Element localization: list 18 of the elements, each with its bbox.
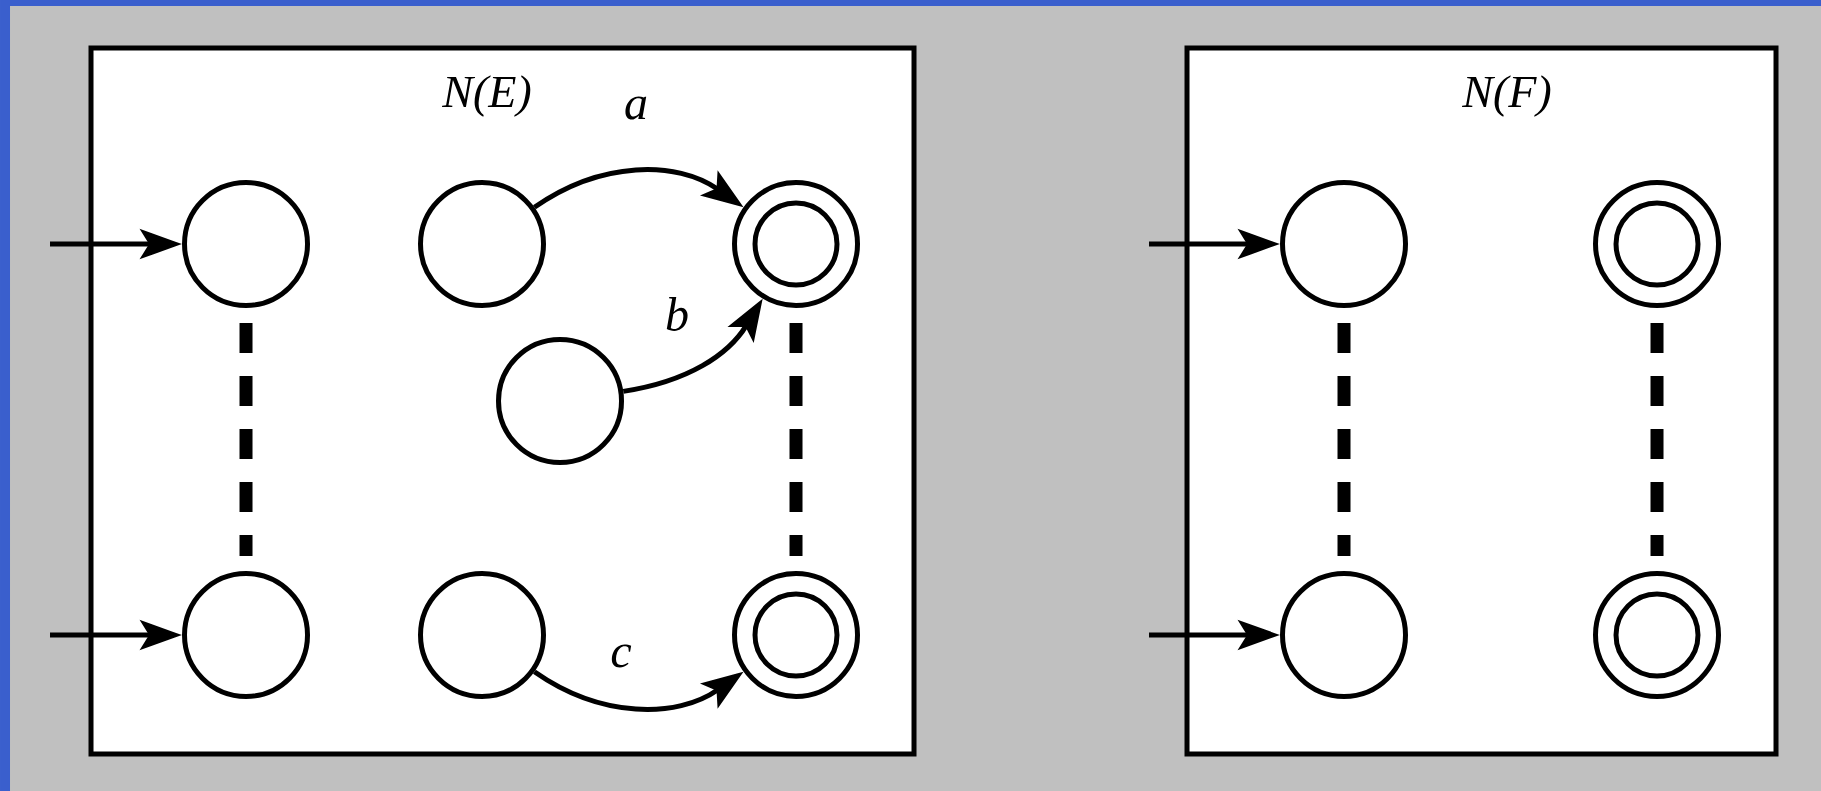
accepting-state bbox=[1593, 180, 1721, 308]
state-circle bbox=[418, 180, 546, 308]
state-circle bbox=[418, 571, 546, 699]
dashed-line bbox=[1650, 323, 1664, 556]
edge-label: c bbox=[608, 642, 634, 670]
dashed-line bbox=[1337, 323, 1351, 556]
accepting-state bbox=[732, 571, 860, 699]
dashed-line bbox=[789, 323, 803, 556]
state-circle bbox=[496, 337, 624, 465]
state-circle bbox=[182, 571, 310, 699]
state-circle bbox=[1280, 180, 1408, 308]
state-circle bbox=[182, 180, 310, 308]
edge-label: a bbox=[622, 94, 650, 122]
accepting-state bbox=[732, 180, 860, 308]
dashed-line bbox=[239, 323, 253, 556]
state-circle bbox=[1280, 571, 1408, 699]
edge-label: b bbox=[663, 295, 691, 333]
accepting-state bbox=[1593, 571, 1721, 699]
